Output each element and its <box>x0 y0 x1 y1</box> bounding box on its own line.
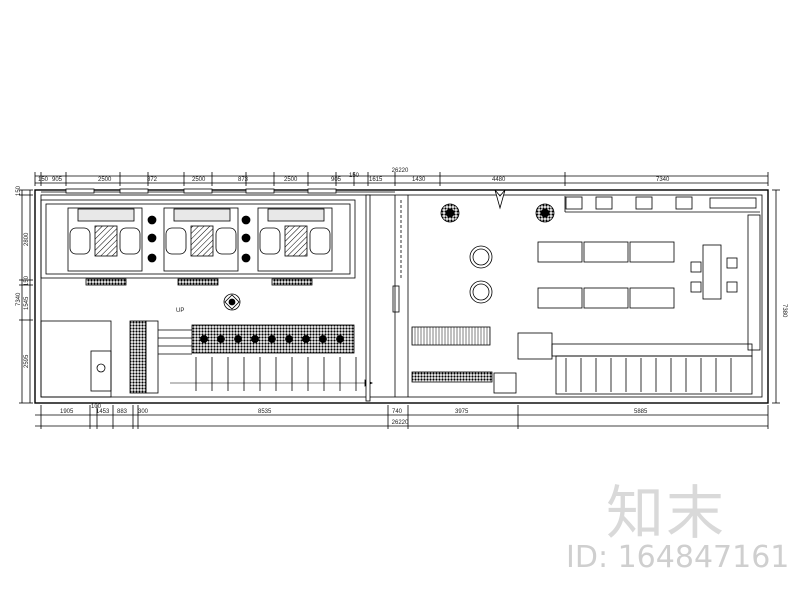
outer-wall <box>34 189 769 404</box>
left-small-room <box>40 320 112 398</box>
bottom-dim-6: 8535 <box>258 409 272 415</box>
display-cases <box>537 241 675 309</box>
planter-boxes <box>85 278 313 286</box>
top-dim-1: 150 <box>38 177 49 183</box>
sofa-group-1 <box>67 207 143 272</box>
bottom-dimension-line <box>35 405 769 429</box>
top-dim-12: 4480 <box>492 177 506 183</box>
inner-wall <box>40 194 763 398</box>
bottom-total-dim: 26220 <box>392 420 409 426</box>
top-dimension-line <box>34 172 769 186</box>
left-dim-3: 150 <box>24 275 30 286</box>
bottom-dim-9: 5885 <box>634 409 648 415</box>
lounge-platform-inner <box>45 203 351 275</box>
top-dim-6: 873 <box>238 177 249 183</box>
bottom-dim-8: 3975 <box>455 409 469 415</box>
bar-stool <box>251 335 259 343</box>
meeting-table <box>690 244 738 300</box>
bar-stool <box>319 335 327 343</box>
bottom-dim-1: 1905 <box>60 409 74 415</box>
right-dimension-line <box>772 189 780 404</box>
top-dim-4: 872 <box>147 177 158 183</box>
bottom-dim-4: 883 <box>117 409 128 415</box>
round-tables <box>469 245 493 304</box>
watermark-id: ID: 164847161 <box>566 540 790 575</box>
left-dim-5: 2595 <box>24 354 30 368</box>
stair-treads <box>170 357 374 391</box>
left-dimension-line <box>19 189 33 404</box>
central-partition <box>365 194 409 402</box>
bar-stool <box>268 335 276 343</box>
bottom-dims: 1905 100 1453 883 300 8535 740 3975 5885 <box>60 404 648 415</box>
top-dims: 150 905 2500 872 2500 873 2500 905 150 1… <box>38 173 670 183</box>
lounge-platform <box>40 199 356 279</box>
top-dim-3: 2500 <box>98 177 112 183</box>
bottom-dim-7: 740 <box>392 409 403 415</box>
top-dim-9: 150 <box>349 173 360 179</box>
entrance-arrow <box>494 189 506 210</box>
window-strip <box>41 188 395 194</box>
top-total-dim: 26220 <box>392 168 409 174</box>
left-dim-2: 2800 <box>24 232 30 246</box>
top-dim-13: 7340 <box>656 177 670 183</box>
top-dim-2: 905 <box>52 177 63 183</box>
sofa-group-2 <box>163 207 239 272</box>
top-dim-8: 905 <box>331 177 342 183</box>
floor-medallion <box>223 293 241 311</box>
top-dim-10: 1615 <box>369 177 383 183</box>
bar-stool <box>285 335 293 343</box>
bar-stool <box>234 335 242 343</box>
bar-counter <box>129 320 355 394</box>
bar-stool <box>336 335 344 343</box>
bottom-dim-5: 300 <box>138 409 149 415</box>
top-dim-7: 2500 <box>284 177 298 183</box>
left-dim-6: 7340 <box>16 292 22 306</box>
right-dim: 7380 <box>781 304 787 318</box>
bar-stool <box>200 335 208 343</box>
bar-stool <box>302 335 310 343</box>
bar-stools <box>200 335 344 343</box>
entrance-plants <box>440 203 555 223</box>
bottom-dim-2: 100 <box>91 404 102 410</box>
side-counter <box>411 326 517 394</box>
potted-plants <box>147 215 251 263</box>
sofa-group-3 <box>257 207 333 272</box>
bar-stool <box>217 335 225 343</box>
top-dim-5: 2500 <box>192 177 206 183</box>
left-dim-1: 150 <box>16 185 22 196</box>
watermark-logo: 知末 <box>606 479 727 547</box>
bottom-dim-3: 1453 <box>96 409 110 415</box>
wall-cabinets <box>564 196 761 351</box>
top-dim-11: 1430 <box>412 177 426 183</box>
service-desk <box>517 332 753 395</box>
stair-label: UP <box>176 308 184 314</box>
left-dims: 150 2800 150 1545 2595 7340 <box>16 185 30 368</box>
left-dim-4: 1545 <box>24 296 30 310</box>
